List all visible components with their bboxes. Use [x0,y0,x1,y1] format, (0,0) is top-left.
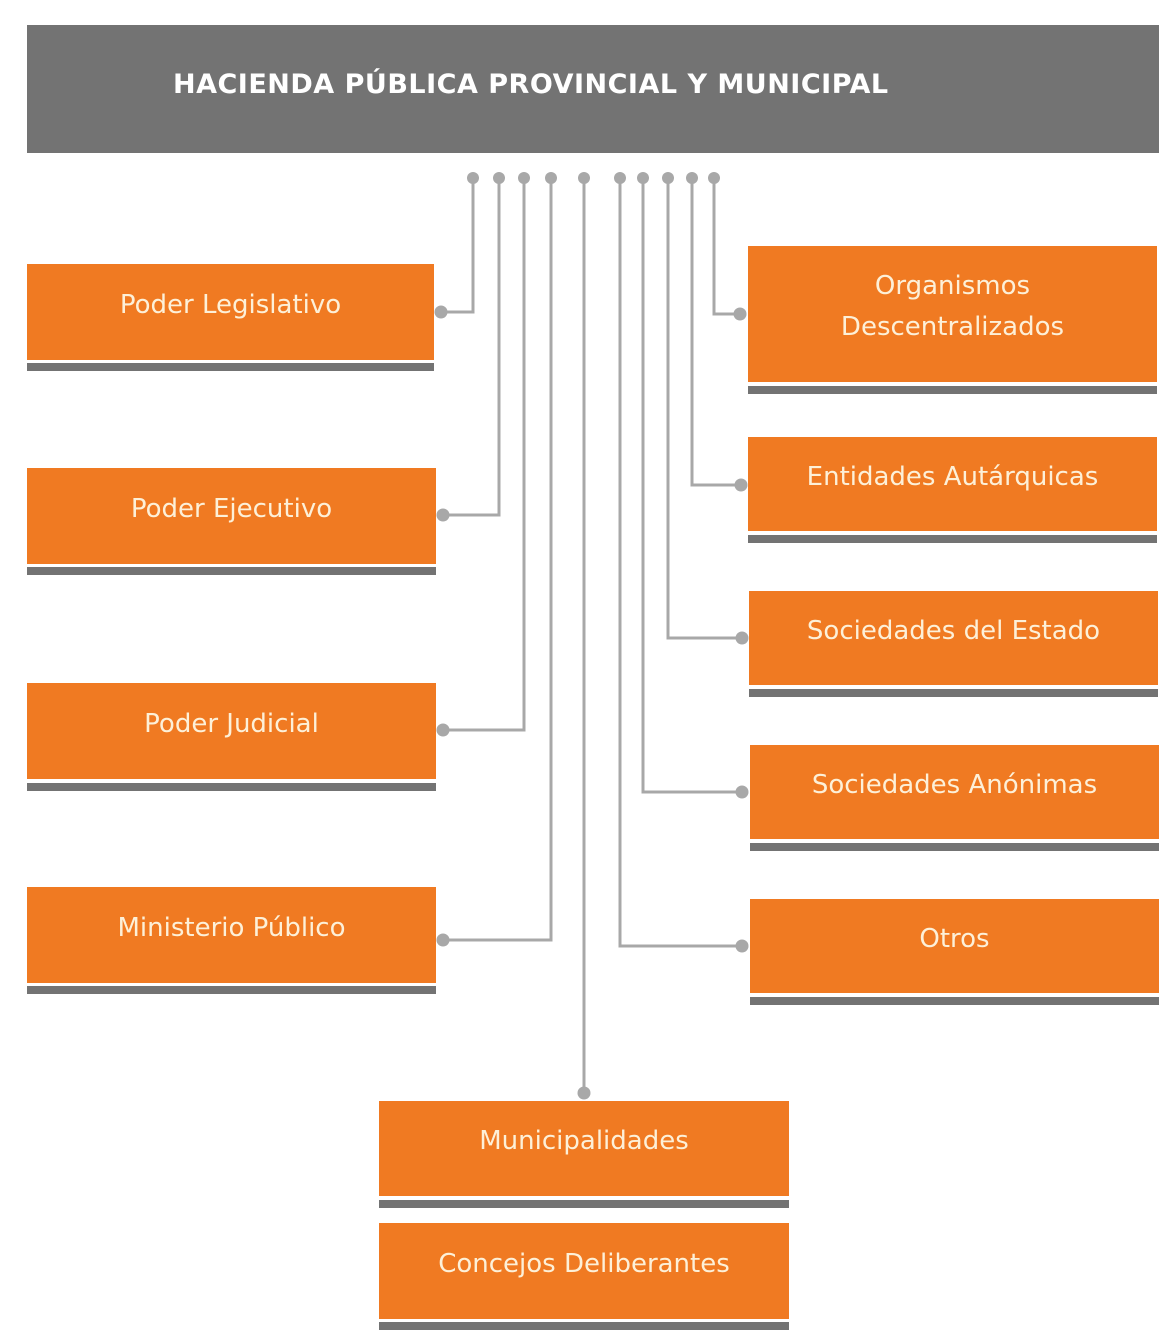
top-dot [545,172,557,184]
top-dot [467,172,479,184]
node-underline [27,363,434,371]
node-label: Sociedades Anónimas [811,769,1098,800]
connector-sociedades-anonimas [641,178,742,794]
node-underline [750,997,1159,1005]
node-label: Organismos Descentralizados [840,271,1065,342]
end-dot [436,508,450,522]
node-underline [749,689,1158,697]
connector-poder-legislativo [441,178,475,314]
end-dot [733,307,747,321]
top-dot [614,172,626,184]
node-underline [27,567,436,575]
node-poder-judicial: Poder Judicial [27,683,436,779]
node-label: Sociedades del Estado [806,615,1101,646]
node-underline [379,1322,789,1330]
top-dot [662,172,674,184]
node-underline [748,386,1157,394]
node-organismos-descentralizados: Organismos Descentralizados [748,246,1157,382]
node-label: Municipalidades [479,1126,689,1156]
node-entidades-autarquicas: Entidades Autárquicas [748,437,1157,531]
top-dot [686,172,698,184]
node-underline [27,783,436,791]
node-poder-ejecutivo: Poder Ejecutivo [27,468,436,564]
top-dot [637,172,649,184]
node-municipalidades: Municipalidades [379,1101,789,1196]
top-dot [493,172,505,184]
node-poder-legislativo: Poder Legislativo [27,264,434,360]
diagram-title: HACIENDA PÚBLICA PROVINCIAL Y MUNICIPAL [173,69,889,100]
end-dot [436,933,450,947]
node-label: Poder Judicial [144,708,319,739]
node-underline [27,986,436,994]
end-dot [577,1086,591,1100]
node-label: Poder Ejecutivo [130,493,333,524]
connector-poder-judicial [443,178,526,732]
node-label: Concejos Deliberantes [438,1248,730,1279]
top-dot [578,172,590,184]
diagram-header: HACIENDA PÚBLICA PROVINCIAL Y MUNICIPAL [27,25,1159,153]
end-dot [434,305,448,319]
end-dot [735,939,749,953]
node-underline [379,1200,789,1208]
connector-poder-ejecutivo [443,178,501,517]
node-concejos-deliberantes: Concejos Deliberantes [379,1223,789,1319]
end-dot [735,785,749,799]
node-label: Entidades Autárquicas [806,461,1099,492]
connector-sociedades-estado [666,178,742,640]
connector-otros [618,178,742,948]
node-label: Ministerio Público [117,912,346,943]
connector-ministerio-publico [443,178,553,942]
node-otros: Otros [750,899,1159,993]
node-underline [748,535,1157,543]
node-underline [750,843,1159,851]
node-sociedades-anonimas: Sociedades Anónimas [750,745,1159,839]
end-dot [735,631,749,645]
top-dot [708,172,720,184]
end-dot [436,723,450,737]
node-label: Poder Legislativo [119,289,342,320]
node-sociedades-estado: Sociedades del Estado [749,591,1158,685]
top-dot [518,172,530,184]
node-label: Otros [919,923,990,954]
end-dot [734,478,748,492]
connector-entidades-autarquicas [690,178,741,487]
node-ministerio-publico: Ministerio Público [27,887,436,983]
connector-organismos-descentralizados [712,178,740,316]
